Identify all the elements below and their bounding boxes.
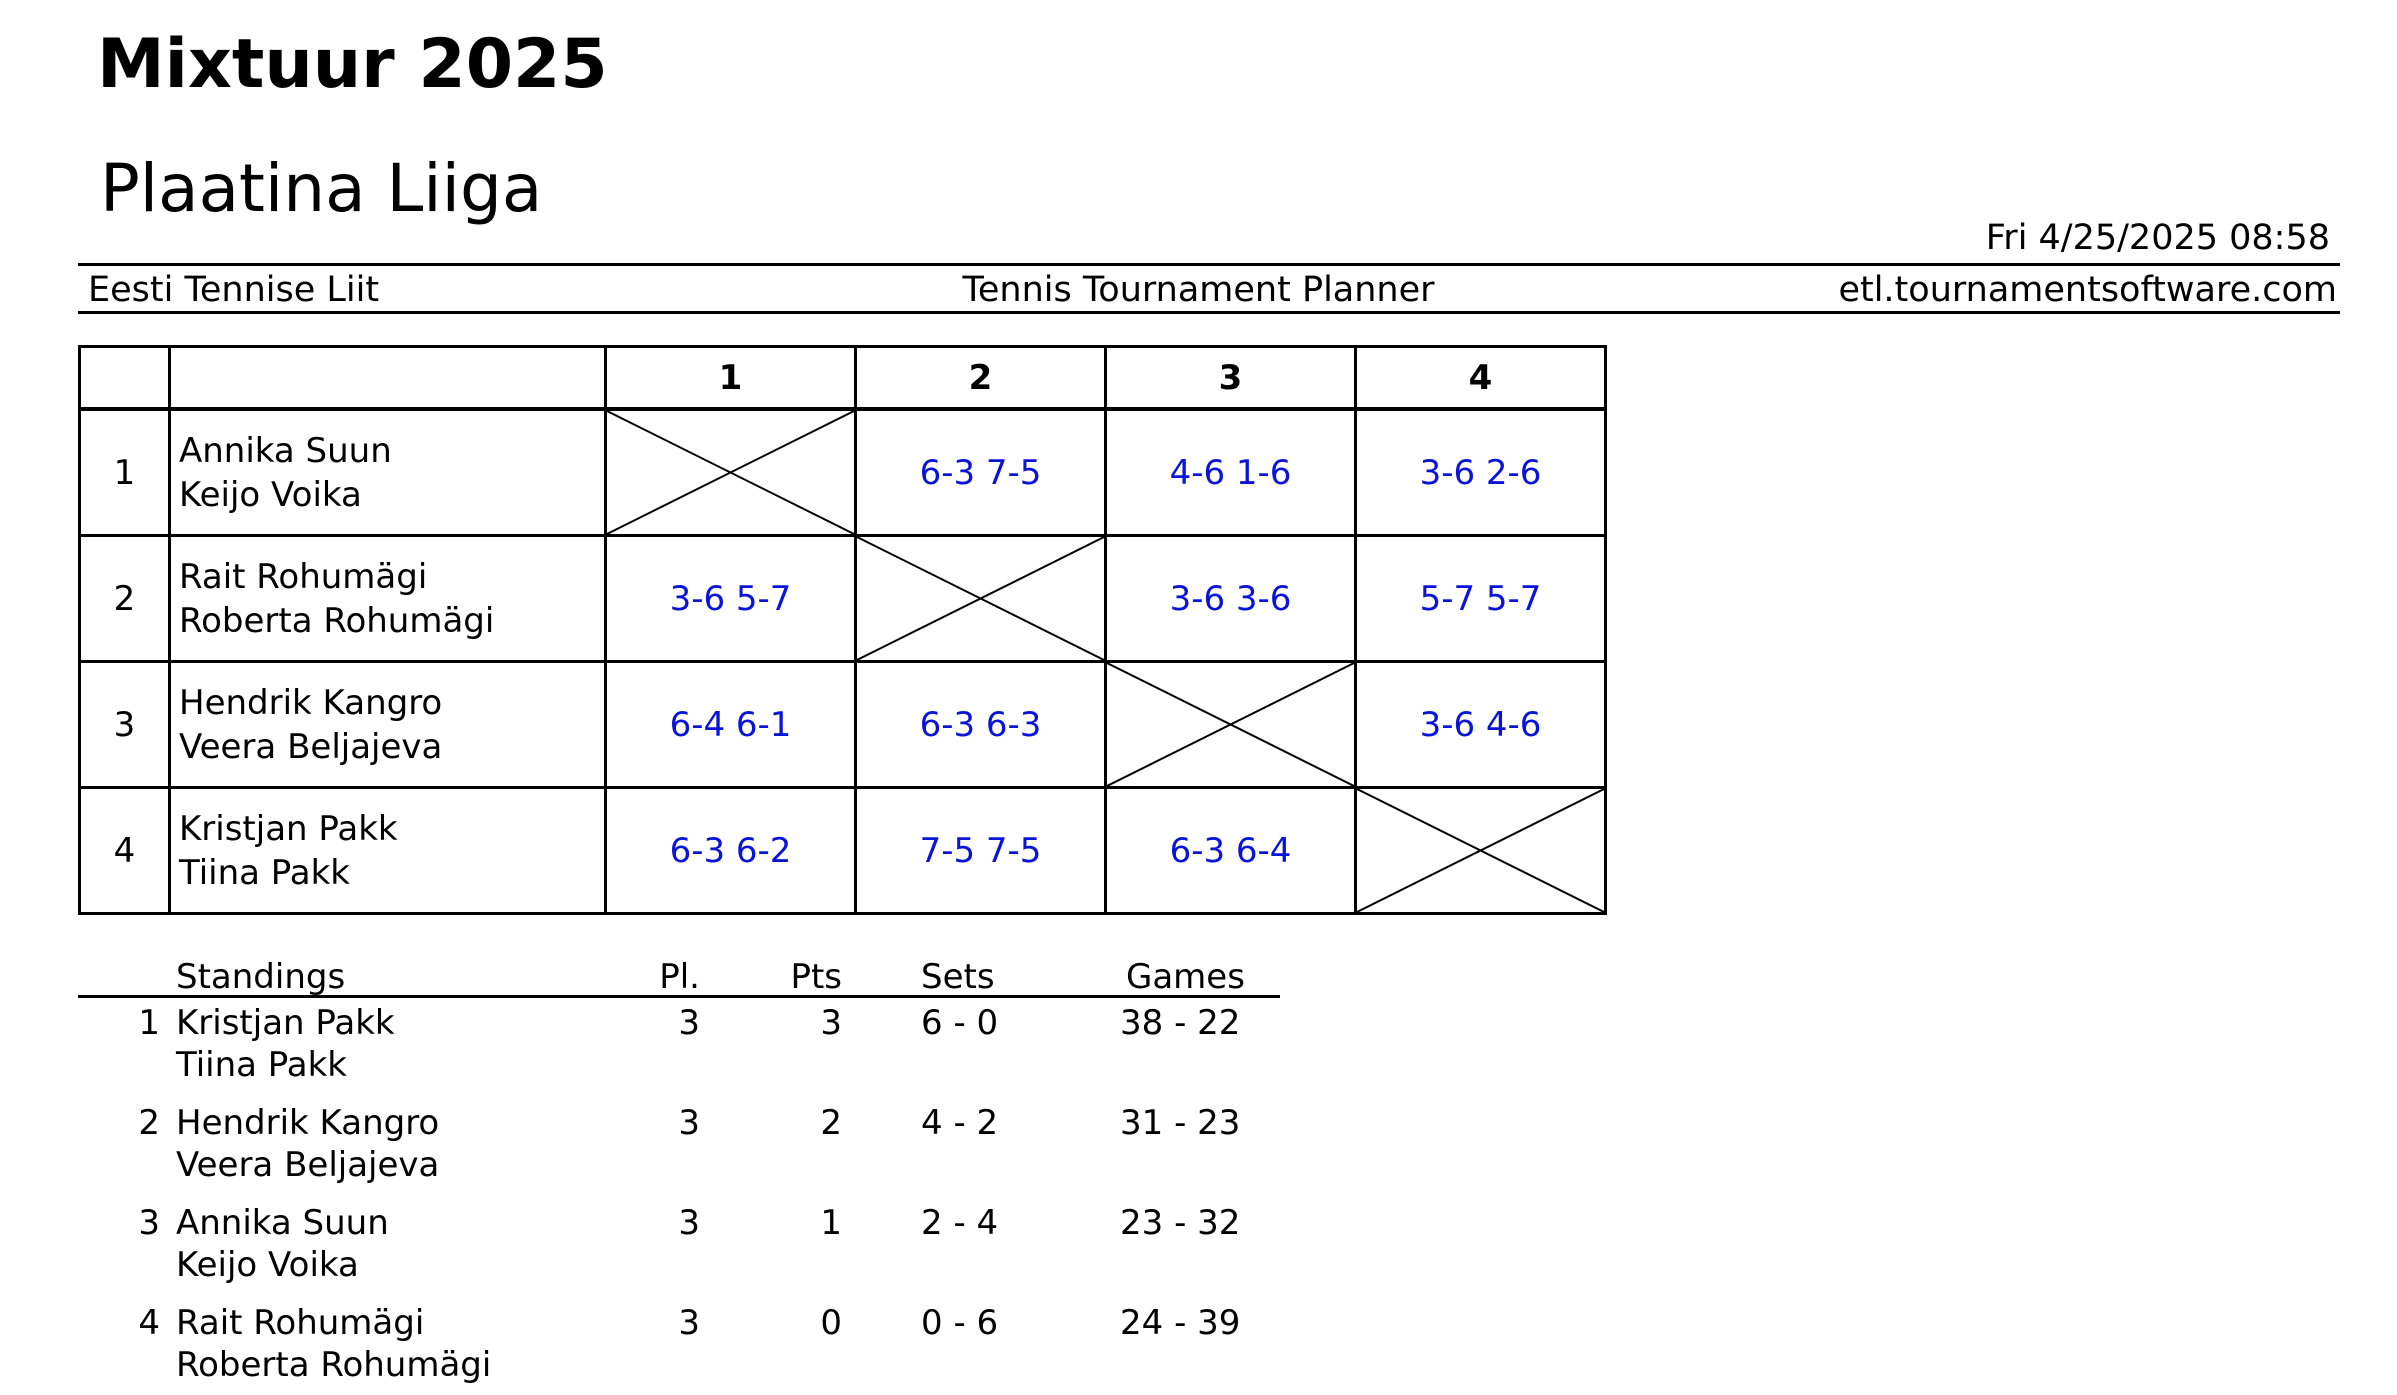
draw-team-name[interactable]: Hendrik Kangro Veera Beljajeva (168, 660, 607, 789)
player-name[interactable]: Hendrik Kangro (179, 682, 443, 723)
standings-points: 2 (820, 1103, 842, 1143)
cross-mark (1357, 789, 1604, 912)
standings-played: 3 (678, 1203, 700, 1243)
match-score-link[interactable]: 6-4 6-1 (604, 660, 857, 789)
self-match-crossed-cell (1104, 660, 1357, 789)
player-name[interactable]: Keijo Voika (179, 474, 362, 515)
self-match-crossed-cell (854, 534, 1107, 663)
player-name[interactable]: Keijo Voika (176, 1245, 359, 1285)
player-name[interactable]: Veera Beljajeva (179, 726, 443, 767)
standings-games: 38 - 22 (1120, 1003, 1241, 1043)
self-match-crossed-cell (1354, 786, 1607, 915)
match-score-link[interactable]: 7-5 7-5 (854, 786, 1107, 915)
standings-sets: 6 - 0 (921, 1003, 999, 1043)
player-name[interactable]: Kristjan Pakk (179, 808, 398, 849)
standings-sets: 4 - 2 (921, 1103, 999, 1143)
standings-sets: 0 - 6 (921, 1303, 999, 1343)
draw-seed: 2 (78, 534, 171, 663)
draw-name-header-cell (168, 345, 607, 411)
draw-row: 1 Annika Suun Keijo Voika 6-3 7-5 4-6 1-… (78, 407, 1607, 537)
website-link[interactable]: etl.tournamentsoftware.com (1838, 270, 2337, 310)
cross-mark (607, 411, 854, 534)
standings-position: 2 (138, 1103, 160, 1143)
draw-grid: 1 2 3 4 1 Annika Suun Keijo Voika 6-3 7-… (78, 345, 1607, 915)
print-datetime: Fri 4/25/2025 08:58 (1985, 218, 2330, 258)
header-top-rule (78, 263, 2340, 266)
match-score-link[interactable]: 5-7 5-7 (1354, 534, 1607, 663)
standings-col-sets: Sets (921, 957, 995, 997)
draw-team-name[interactable]: Kristjan Pakk Tiina Pakk (168, 786, 607, 915)
standings-col-points: Pts (790, 957, 842, 997)
standings-sets: 2 - 4 (921, 1203, 999, 1243)
player-name[interactable]: Roberta Rohumägi (176, 1345, 492, 1385)
match-score-link[interactable]: 3-6 3-6 (1104, 534, 1357, 663)
player-name[interactable]: Hendrik Kangro (176, 1103, 440, 1143)
draw-column-header: 4 (1354, 345, 1607, 411)
draw-row: 2 Rait Rohumägi Roberta Rohumägi 3-6 5-7… (78, 534, 1607, 663)
standings-games: 23 - 32 (1120, 1203, 1241, 1243)
standings-col-played: Pl. (659, 957, 700, 997)
standings-heading: Standings (176, 957, 346, 997)
match-score-link[interactable]: 3-6 5-7 (604, 534, 857, 663)
draw-team-name[interactable]: Rait Rohumägi Roberta Rohumägi (168, 534, 607, 663)
organization-name: Eesti Tennise Liit (88, 270, 380, 310)
draw-header-row: 1 2 3 4 (78, 345, 1607, 411)
player-name[interactable]: Rait Rohumägi (176, 1303, 425, 1343)
standings-played: 3 (678, 1003, 700, 1043)
player-name[interactable]: Veera Beljajeva (176, 1145, 440, 1185)
standings-position: 4 (138, 1303, 160, 1343)
self-match-crossed-cell (604, 407, 857, 537)
match-score-link[interactable]: 3-6 2-6 (1354, 407, 1607, 537)
tournament-title: Mixtuur 2025 (97, 25, 608, 104)
player-name[interactable]: Tiina Pakk (176, 1045, 347, 1085)
match-score-link[interactable]: 6-3 6-3 (854, 660, 1107, 789)
draw-seed: 4 (78, 786, 171, 915)
cross-mark (1107, 663, 1354, 786)
draw-corner-cell (78, 345, 171, 411)
standings-col-games: Games (1126, 957, 1245, 997)
software-name: Tennis Tournament Planner (962, 270, 1435, 310)
standings-position: 1 (138, 1003, 160, 1043)
standings-points: 0 (820, 1303, 842, 1343)
draw-row: 3 Hendrik Kangro Veera Beljajeva 6-4 6-1… (78, 660, 1607, 789)
draw-team-name[interactable]: Annika Suun Keijo Voika (168, 407, 607, 537)
standings-games: 24 - 39 (1120, 1303, 1241, 1343)
player-name[interactable]: Annika Suun (176, 1203, 389, 1243)
draw-column-header: 3 (1104, 345, 1357, 411)
cross-mark (857, 537, 1104, 660)
standings-played: 3 (678, 1303, 700, 1343)
player-name[interactable]: Roberta Rohumägi (179, 600, 495, 641)
player-name[interactable]: Tiina Pakk (179, 852, 350, 893)
standings-position: 3 (138, 1203, 160, 1243)
draw-row: 4 Kristjan Pakk Tiina Pakk 6-3 6-2 7-5 7… (78, 786, 1607, 915)
standings-points: 3 (820, 1003, 842, 1043)
draw-seed: 1 (78, 407, 171, 537)
standings-rule (78, 995, 1280, 998)
draw-column-header: 1 (604, 345, 857, 411)
draw-seed: 3 (78, 660, 171, 789)
player-name[interactable]: Kristjan Pakk (176, 1003, 395, 1043)
standings-points: 1 (820, 1203, 842, 1243)
player-name[interactable]: Rait Rohumägi (179, 556, 428, 597)
draw-column-header: 2 (854, 345, 1107, 411)
player-name[interactable]: Annika Suun (179, 430, 392, 471)
match-score-link[interactable]: 6-3 7-5 (854, 407, 1107, 537)
match-score-link[interactable]: 4-6 1-6 (1104, 407, 1357, 537)
match-score-link[interactable]: 6-3 6-4 (1104, 786, 1357, 915)
standings-played: 3 (678, 1103, 700, 1143)
standings-games: 31 - 23 (1120, 1103, 1241, 1143)
match-score-link[interactable]: 6-3 6-2 (604, 786, 857, 915)
match-score-link[interactable]: 3-6 4-6 (1354, 660, 1607, 789)
event-title: Plaatina Liiga (100, 150, 543, 227)
header-bottom-rule (78, 311, 2340, 314)
